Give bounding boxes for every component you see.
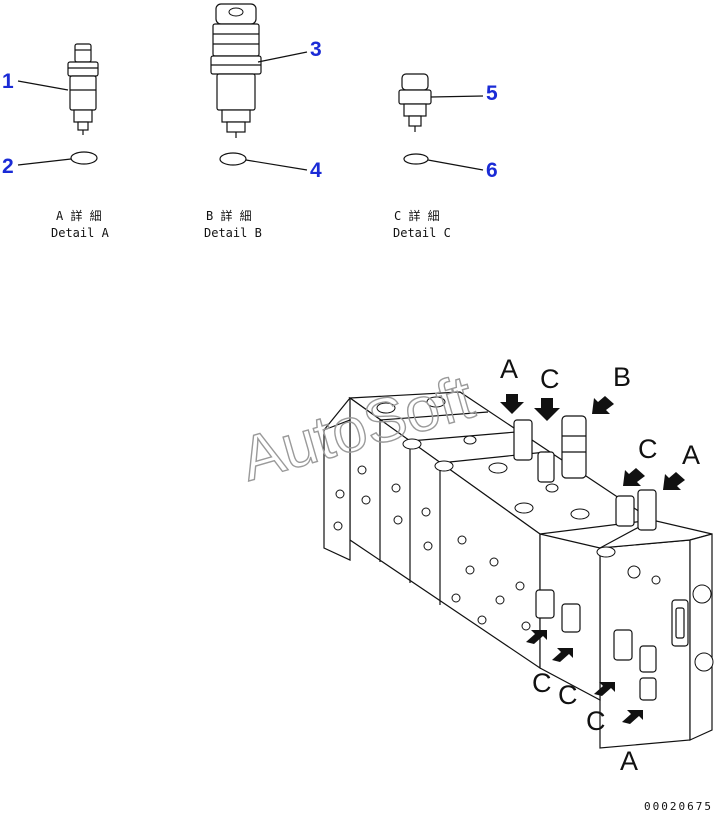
callout-5: 5: [486, 82, 498, 105]
control-valve-assembly: [323, 391, 714, 749]
arrow-letter-c-bot1: C: [532, 668, 552, 698]
arrow-letter-a-bot: A: [620, 746, 638, 776]
callout-4: 4: [310, 159, 322, 182]
arrow-letter-c-top: C: [540, 364, 560, 394]
arrow-c-bot2: [552, 648, 573, 662]
callout-1: 1: [2, 70, 14, 93]
part-6-o-ring: [403, 153, 429, 165]
callout-6: 6: [486, 159, 498, 182]
arrow-b-top: [592, 396, 614, 414]
part-1-valve: [67, 43, 99, 135]
detail-a-jp: A 詳 細: [56, 208, 102, 223]
detail-c-en: Detail C: [393, 226, 451, 240]
arrow-a-right: [663, 472, 685, 490]
arrow-letter-a-right: A: [682, 440, 700, 470]
arrow-letter-a-top: A: [500, 354, 518, 384]
arrow-c-bot3: [594, 682, 615, 696]
part-2-o-ring: [70, 151, 98, 165]
arrow-c-bot1: [526, 630, 547, 644]
part-3-valve: [210, 3, 262, 138]
arrow-a-bot: [622, 710, 643, 724]
arrow-c-top: [534, 398, 560, 421]
callout-3: 3: [310, 38, 322, 61]
arrow-group: [500, 394, 685, 724]
drawing-code: 00020675: [644, 800, 713, 813]
arrow-letter-c-right: C: [638, 434, 658, 464]
detail-b-jp: B 詳 細: [206, 208, 252, 223]
arrow-letter-c-bot3: C: [586, 706, 606, 736]
arrow-letter-b-top: B: [613, 362, 631, 392]
arrow-c-right: [623, 468, 645, 486]
arrow-a-top: [500, 394, 524, 414]
arrow-letter-c-bot2: C: [558, 680, 578, 710]
part-4-o-ring: [219, 152, 247, 166]
detail-b-en: Detail B: [204, 226, 262, 240]
leader-lines: [17, 51, 484, 171]
callout-2: 2: [2, 155, 14, 178]
detail-c-jp: C 詳 細: [394, 208, 440, 223]
part-5-plug: [398, 73, 432, 132]
detail-a-en: Detail A: [51, 226, 110, 240]
